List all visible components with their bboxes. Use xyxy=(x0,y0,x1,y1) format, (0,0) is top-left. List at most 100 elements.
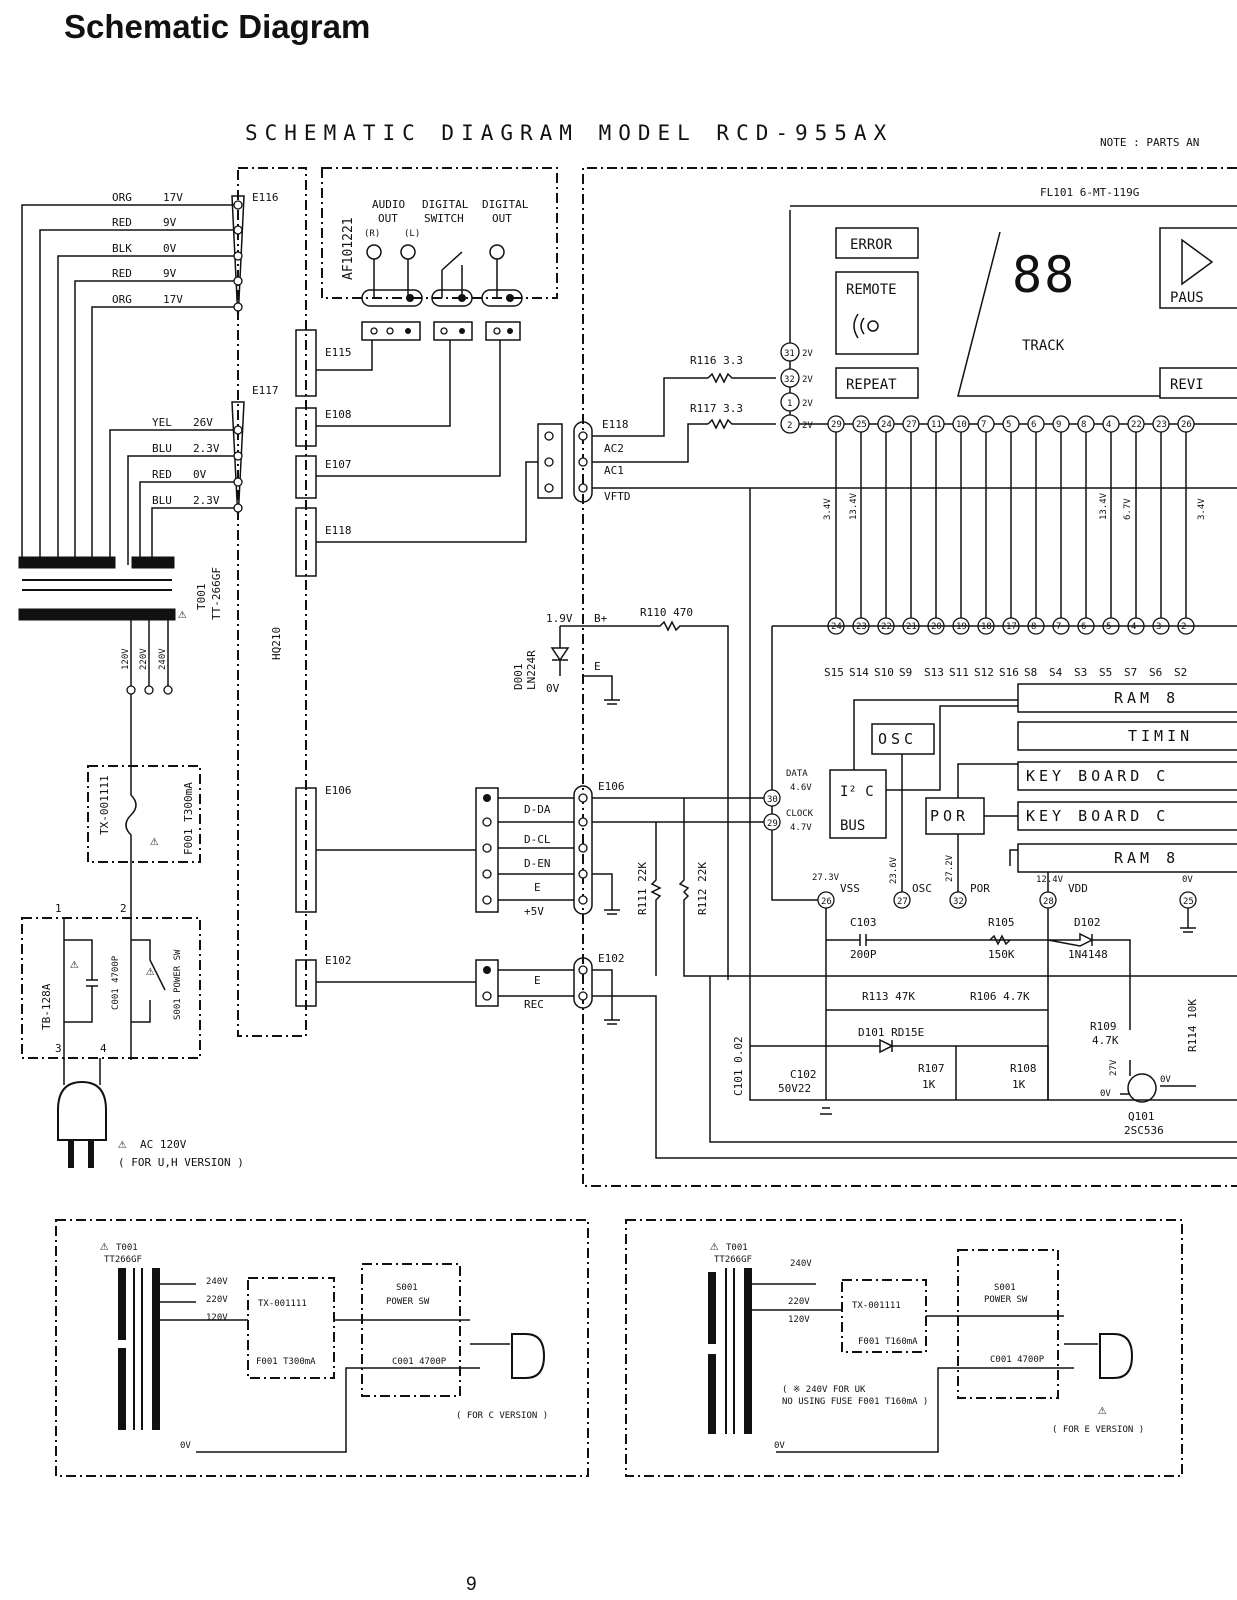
svg-text:E117: E117 xyxy=(252,384,279,397)
transformer-t001: T001 TT-266GF ⚠ 120V 220V 240V xyxy=(18,556,223,695)
display-pin-top xyxy=(1077,415,1095,433)
display-pin-bottom-label: 6 xyxy=(1081,622,1086,632)
svg-text:I² C: I² C xyxy=(840,784,874,800)
display-pin-top-label: 10 xyxy=(956,420,967,430)
svg-text:32: 32 xyxy=(953,897,964,907)
svg-text:32: 32 xyxy=(784,375,795,385)
svg-text:2.3V: 2.3V xyxy=(193,442,220,455)
svg-text:0V: 0V xyxy=(774,1441,785,1451)
segment-label: S8 xyxy=(1024,666,1037,679)
lower-components: C103 200P R105 150K D102 1N4148 R113 47K… xyxy=(732,488,1237,1137)
display-pin-top xyxy=(1052,415,1070,433)
fl101-display: FL101 6-MT-119G ERROR REMOTE REPEAT 88 T… xyxy=(790,186,1237,399)
svg-text:R117 3.3: R117 3.3 xyxy=(690,402,743,415)
svg-text:13.4V: 13.4V xyxy=(849,492,859,520)
svg-text:25: 25 xyxy=(1183,897,1194,907)
svg-text:KEY BOARD C: KEY BOARD C xyxy=(1026,807,1169,825)
svg-text:200P: 200P xyxy=(850,948,877,961)
power-board: TB-128A C001 4700P S001 POWER SW ⚠⚠ 1 2 … xyxy=(40,902,183,1060)
jack-board-frame xyxy=(321,167,558,299)
svg-text:E116: E116 xyxy=(252,191,279,204)
svg-text:F001 T300mA: F001 T300mA xyxy=(182,782,195,855)
display-pin-bottom-label: 20 xyxy=(931,622,942,632)
svg-text:⚠: ⚠ xyxy=(1098,1402,1107,1418)
svg-text:E102: E102 xyxy=(325,954,352,967)
segment-label: S14 xyxy=(849,666,869,679)
hq210-label: HQ210 xyxy=(270,627,283,660)
svg-text:1.9V: 1.9V xyxy=(546,612,573,625)
fuse-board: TX-001111 F001 T300mA ⚠ xyxy=(98,694,195,918)
connector-e106-main: E106 D-DA D-CL D-EN E +5V xyxy=(475,780,772,918)
svg-text:⚠: ⚠ xyxy=(146,963,155,979)
svg-text:FL101 6-MT-119G: FL101 6-MT-119G xyxy=(1040,186,1139,199)
svg-text:R111 22K: R111 22K xyxy=(636,862,649,915)
svg-text:0V: 0V xyxy=(1100,1089,1111,1099)
svg-text:CLOCK: CLOCK xyxy=(786,809,814,819)
display-pin-top-label: 4 xyxy=(1106,420,1111,430)
display-pin-top xyxy=(1027,415,1045,433)
svg-text:1N4148: 1N4148 xyxy=(1068,948,1108,961)
svg-text:R108: R108 xyxy=(1010,1062,1037,1075)
svg-text:+5V: +5V xyxy=(524,905,544,918)
d001-led-circuit: 1.9V B+ R110 470 D001 LN224R 0V E xyxy=(512,606,729,980)
svg-text:0V: 0V xyxy=(546,682,560,695)
svg-text:88: 88 xyxy=(1012,246,1076,304)
svg-text:C101 0.02: C101 0.02 xyxy=(732,1036,745,1096)
display-pin-bottom-label: 2 xyxy=(1181,622,1186,632)
hq210-connectors: E115 E108 E107 E118 E106 E102 xyxy=(295,329,540,1007)
segment-label: S11 xyxy=(949,666,969,679)
segment-label: S3 xyxy=(1074,666,1087,679)
segment-label: S6 xyxy=(1149,666,1162,679)
svg-text:E108: E108 xyxy=(325,408,352,421)
connector-e118-main: E118 AC2 AC1 VFTD xyxy=(537,377,1237,503)
svg-text:BLU: BLU xyxy=(152,494,172,507)
display-pin-bottom-label: 19 xyxy=(956,622,967,632)
svg-text:DIGITAL: DIGITAL xyxy=(482,198,529,211)
svg-text:F001 T160mA: F001 T160mA xyxy=(858,1337,918,1347)
svg-text:ORG: ORG xyxy=(112,191,132,204)
segment-label: S15 xyxy=(824,666,844,679)
svg-text:27.3V: 27.3V xyxy=(812,873,840,883)
svg-text:4.7K: 4.7K xyxy=(1092,1034,1119,1047)
svg-text:2V: 2V xyxy=(802,349,813,359)
svg-text:31: 31 xyxy=(784,349,795,359)
display-pin-top xyxy=(927,415,945,433)
svg-text:2V: 2V xyxy=(802,399,813,409)
diagram-note: NOTE : PARTS AN xyxy=(1100,136,1199,149)
display-pin-top-label: 29 xyxy=(831,420,842,430)
svg-text:27V: 27V xyxy=(1109,1059,1119,1076)
svg-text:KEY BOARD C: KEY BOARD C xyxy=(1026,767,1169,785)
display-pin-bottom-label: 17 xyxy=(1006,622,1017,632)
svg-text:0V: 0V xyxy=(193,468,207,481)
svg-text:BLU: BLU xyxy=(152,442,172,455)
svg-text:D-CL: D-CL xyxy=(524,833,551,846)
diagram-title: SCHEMATIC DIAGRAM MODEL RCD-955AX xyxy=(245,121,893,145)
page-number: 9 xyxy=(466,1574,477,1595)
svg-text:4: 4 xyxy=(100,1042,107,1055)
svg-text:6.7V: 6.7V xyxy=(1123,498,1133,520)
svg-text:0V: 0V xyxy=(1160,1075,1171,1085)
svg-text:ORG: ORG xyxy=(112,293,132,306)
svg-text:26: 26 xyxy=(821,897,832,907)
svg-text:BLK: BLK xyxy=(112,242,132,255)
svg-text:T001: T001 xyxy=(726,1243,748,1253)
svg-text:R106 4.7K: R106 4.7K xyxy=(970,990,1030,1003)
segment-label: S4 xyxy=(1049,666,1063,679)
svg-text:4.7V: 4.7V xyxy=(790,823,812,833)
svg-text:28: 28 xyxy=(1043,897,1054,907)
svg-text:2: 2 xyxy=(787,421,792,431)
svg-text:E115: E115 xyxy=(325,346,352,359)
display-pin-top xyxy=(977,415,995,433)
svg-text:AF101221: AF101221 xyxy=(341,217,356,280)
svg-text:C001 4700P: C001 4700P xyxy=(392,1357,447,1367)
svg-text:23.6V: 23.6V xyxy=(889,856,899,884)
svg-text:E106: E106 xyxy=(598,780,625,793)
display-pin-top xyxy=(1177,415,1195,433)
svg-text:C001 4700P: C001 4700P xyxy=(111,955,121,1010)
svg-text:120V: 120V xyxy=(206,1313,228,1323)
svg-text:RAM 8: RAM 8 xyxy=(1114,849,1179,867)
display-pin-top xyxy=(952,415,970,433)
svg-text:26V: 26V xyxy=(193,416,213,429)
